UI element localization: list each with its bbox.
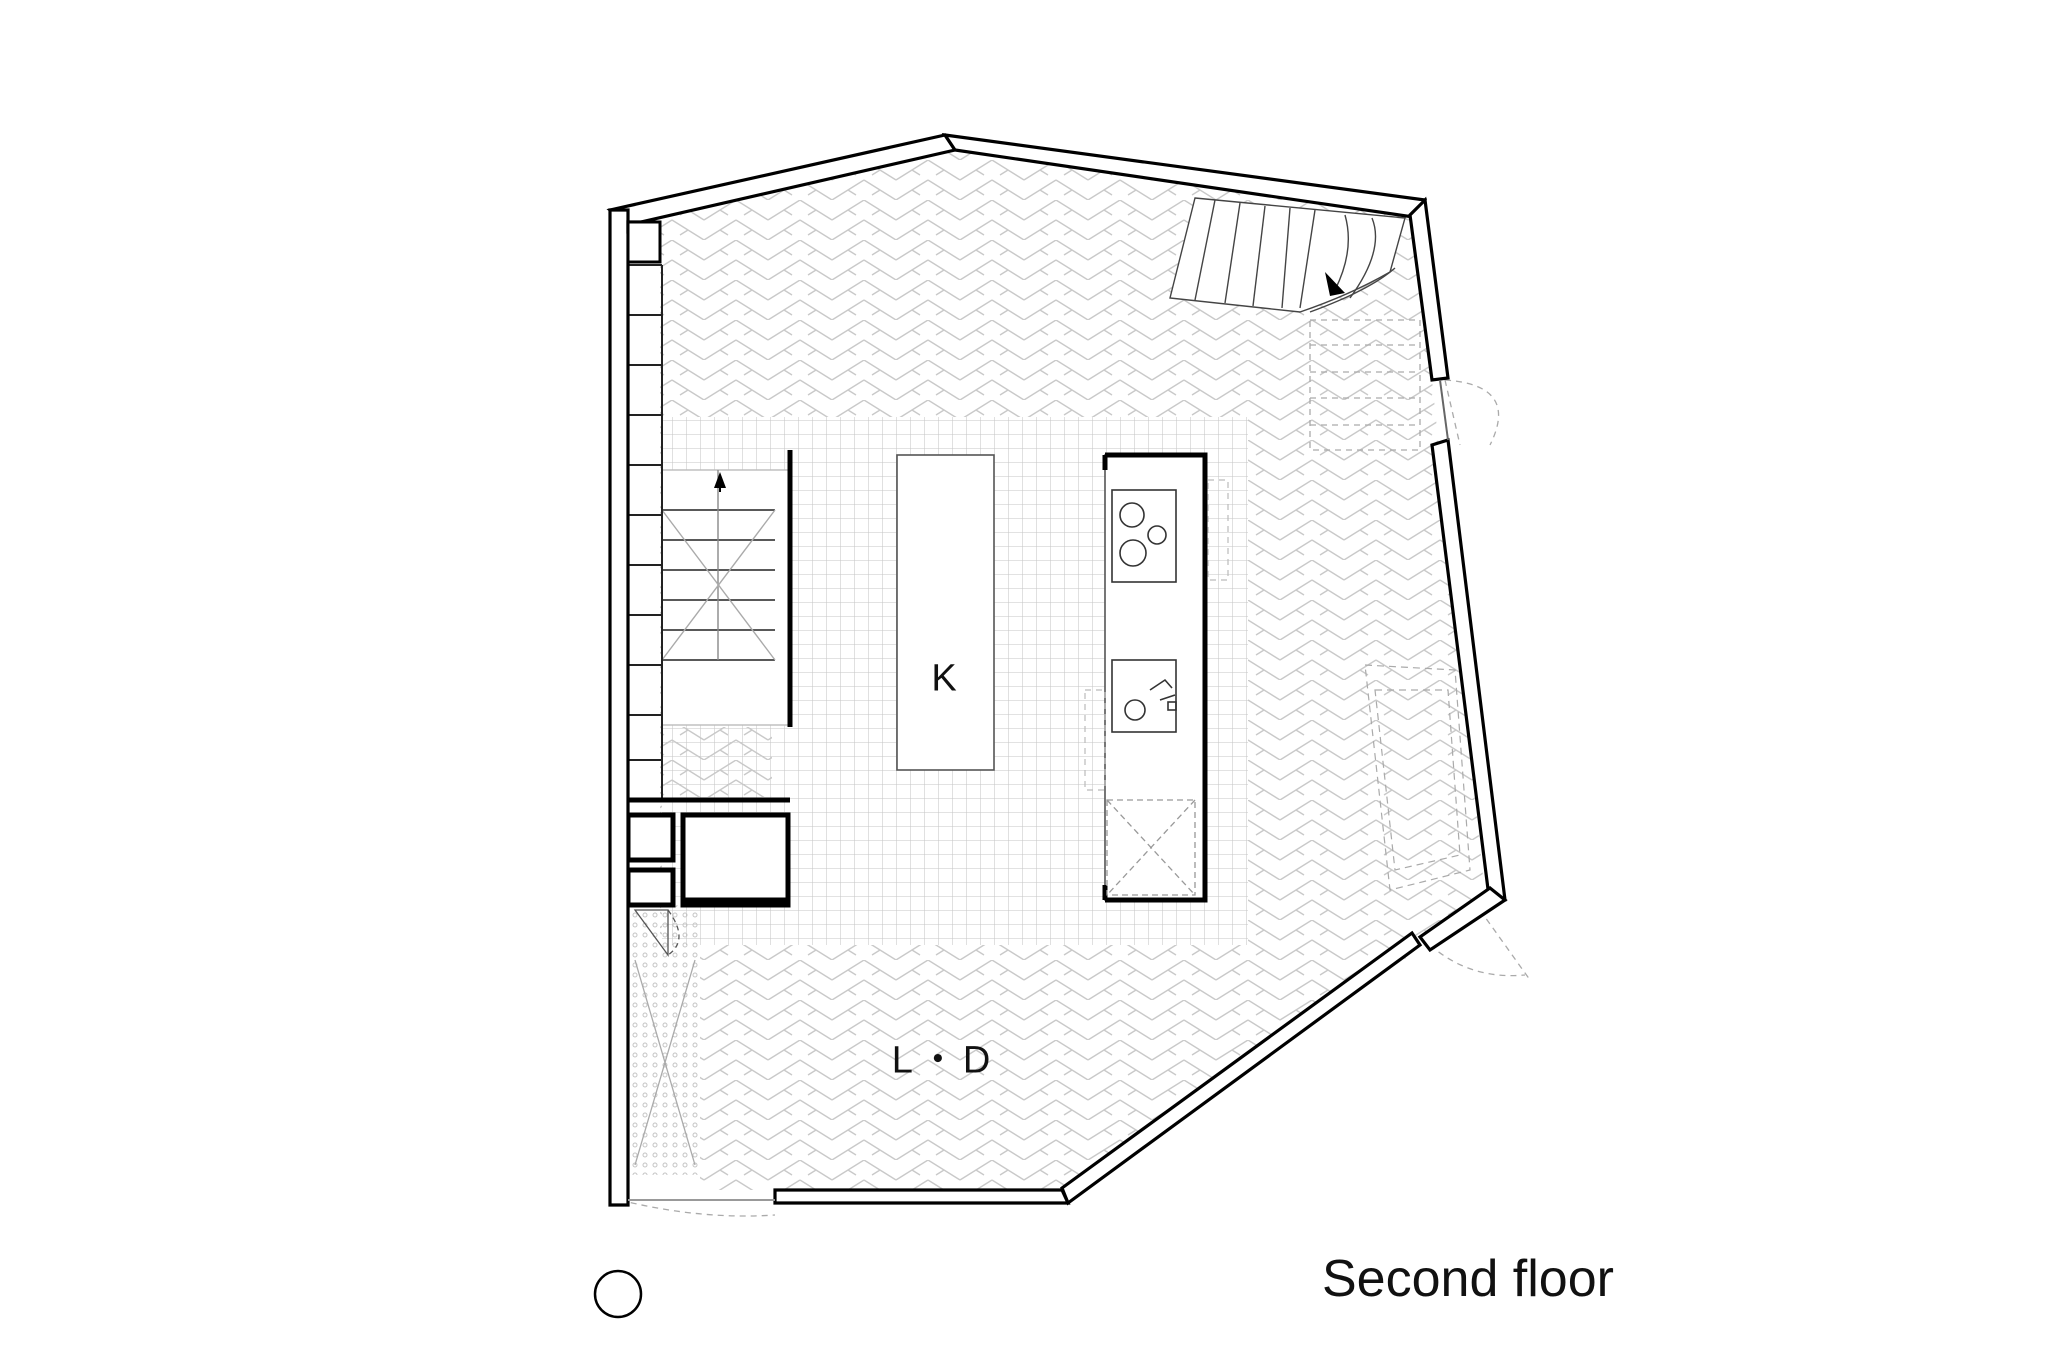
dishwasher <box>1106 799 1196 896</box>
curved-stair <box>1169 197 1406 313</box>
sink <box>1111 659 1177 733</box>
left-stair <box>661 469 791 726</box>
right-door-swings <box>619 379 1531 1217</box>
exterior-walls <box>606 132 1508 1207</box>
floor-title: Second floor <box>1322 1250 1614 1308</box>
corner-column <box>626 220 662 264</box>
core-partitions <box>625 812 791 908</box>
floor-herringbone-small <box>662 727 772 797</box>
room-label-living-dining: L・D <box>891 1039 997 1082</box>
window-right <box>1439 379 1449 441</box>
north-marker-icon <box>593 1269 643 1319</box>
wall-right-corner <box>1417 886 1508 953</box>
room-label-kitchen: K <box>931 657 957 700</box>
stair-down-arrow-curved <box>1325 272 1345 296</box>
stair-up-arrow-left <box>714 472 726 488</box>
left-wall-shelves <box>628 264 663 800</box>
dashed-dining-table <box>1364 664 1471 891</box>
dashed-stair-outline <box>1309 319 1421 451</box>
core-partition-lines <box>628 450 793 903</box>
wall-right-upper <box>1408 196 1450 382</box>
kitchen-counter <box>1102 452 1208 903</box>
entry-door-swing <box>633 909 696 1166</box>
wall-left <box>608 208 630 1207</box>
wall-bottom-diag <box>1060 930 1423 1206</box>
stair-well-left <box>662 470 790 725</box>
dashed-cabinets <box>1084 479 1229 791</box>
kitchen-island <box>896 454 995 771</box>
entry-floor <box>628 905 700 1175</box>
wall-bottom <box>773 1188 1071 1205</box>
cooktop <box>1111 489 1177 583</box>
